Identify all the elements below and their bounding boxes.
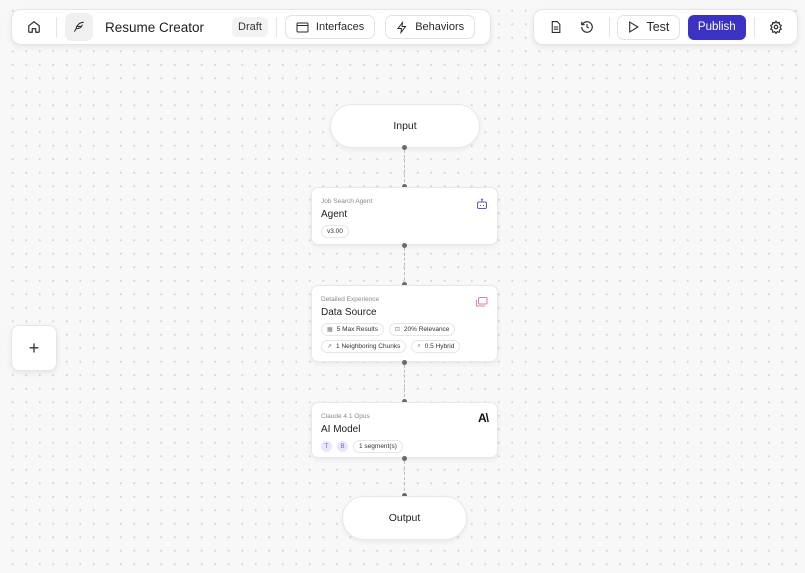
app-title: Resume Creator [105, 19, 205, 35]
node-subtitle: Job Search Agent [321, 198, 373, 205]
document-icon [551, 21, 561, 33]
grid-icon: ▦ [327, 327, 333, 333]
divider [608, 17, 610, 37]
anthropic-icon: A\ [478, 411, 489, 425]
node-subtitle: Claude 4.1 Opus [321, 413, 370, 420]
history-button[interactable] [574, 13, 600, 41]
settings-button[interactable] [763, 13, 789, 41]
connection-handle[interactable] [402, 184, 407, 189]
input-node[interactable]: Input [330, 104, 480, 148]
data-source-node[interactable]: Detailed Experience Data Source ▦5 Max R… [311, 285, 498, 362]
window-icon [296, 22, 309, 32]
connector [404, 248, 405, 285]
relevance-chip: ⊡20% Relevance [388, 323, 456, 336]
node-title: AI Model [321, 424, 361, 435]
connection-handle[interactable] [402, 399, 407, 404]
top-toolbar: Resume Creator Draft Interfaces Behavior… [11, 9, 491, 45]
home-button[interactable] [20, 13, 48, 41]
divider [56, 17, 57, 37]
divider [275, 17, 277, 37]
output-node-label: Output [388, 512, 421, 524]
search-icon: ⌕ [417, 343, 421, 349]
robot-icon [476, 197, 488, 215]
node-title: Data Source [321, 307, 377, 318]
publish-button[interactable]: Publish [687, 14, 746, 40]
folders-icon [475, 295, 488, 313]
actions-toolbar: Test Publish [533, 9, 798, 45]
history-icon [581, 21, 594, 33]
neighboring-chunks-chip: ↗1 Neighboring Chunks [321, 340, 407, 353]
max-results-chip: ▦5 Max Results [321, 323, 384, 336]
feather-icon [73, 21, 84, 32]
lightning-icon [397, 20, 407, 34]
version-chip: v3.00 [321, 225, 349, 238]
home-icon [28, 21, 40, 33]
binary-capability-badge: B [337, 441, 348, 452]
connector [404, 365, 405, 402]
target-icon: ⊡ [394, 327, 400, 333]
input-node-label: Input [393, 120, 417, 132]
status-badge: Draft [232, 17, 268, 37]
connection-handle[interactable] [402, 493, 407, 498]
connector [404, 150, 405, 187]
text-capability-badge: T [321, 441, 332, 452]
ai-model-node[interactable]: Claude 4.1 Opus AI Model A\ T B 1 segmen… [311, 402, 498, 458]
connection-handle[interactable] [402, 243, 407, 248]
test-button[interactable]: Test [617, 14, 681, 40]
node-subtitle: Detailed Experience [321, 296, 380, 303]
connection-handle[interactable] [402, 360, 407, 365]
output-node[interactable]: Output [342, 496, 467, 540]
add-node-button[interactable]: + [11, 325, 57, 371]
gear-icon [769, 20, 782, 34]
docs-button[interactable] [542, 13, 568, 41]
agent-node[interactable]: Job Search Agent Agent v3.00 [311, 187, 498, 245]
node-title: Agent [321, 209, 348, 220]
hybrid-chip: ⌕0.5 Hybrid [411, 340, 461, 353]
plus-icon: + [28, 337, 40, 358]
connection-handle[interactable] [402, 456, 407, 461]
connector [404, 461, 405, 496]
interfaces-label: Interfaces [315, 21, 365, 33]
behaviors-label: Behaviors [415, 21, 465, 33]
behaviors-button[interactable]: Behaviors [385, 15, 476, 39]
connection-handle[interactable] [402, 282, 407, 287]
test-label: Test [646, 20, 670, 34]
link-icon: ↗ [327, 344, 333, 350]
interfaces-button[interactable]: Interfaces [284, 15, 376, 39]
play-icon [629, 21, 640, 33]
connection-handle[interactable] [402, 145, 407, 150]
app-icon-button[interactable] [65, 13, 93, 41]
segments-chip: 1 segment(s) [353, 440, 403, 453]
divider [753, 17, 755, 37]
